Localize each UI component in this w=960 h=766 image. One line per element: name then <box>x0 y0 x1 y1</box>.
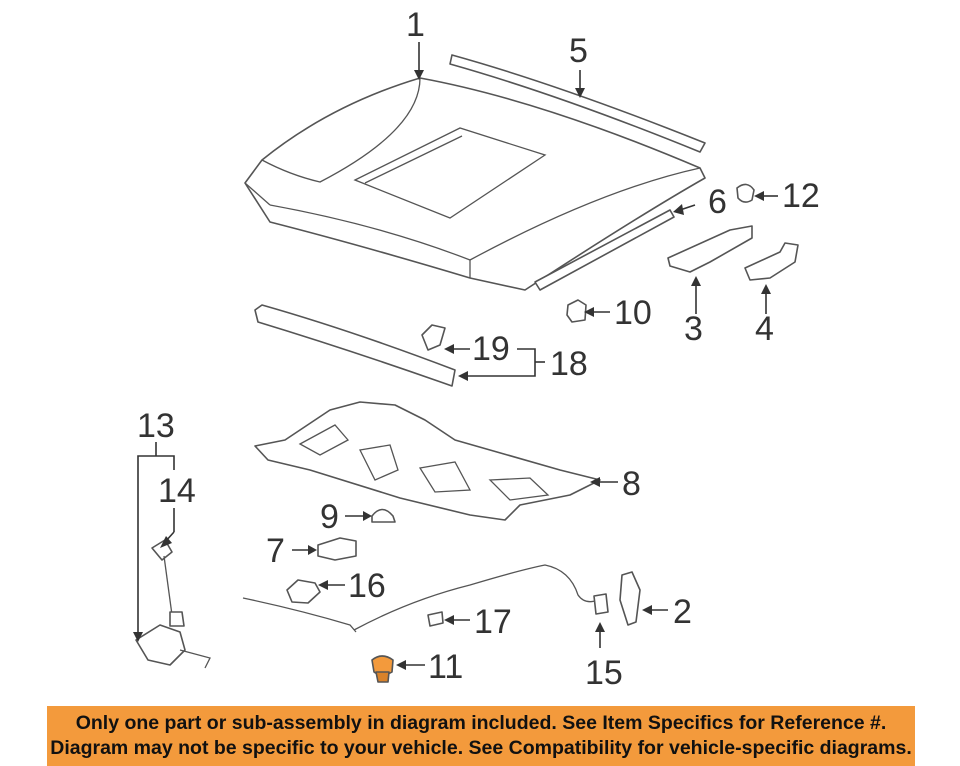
part-bumper-11 <box>371 655 394 683</box>
callout-14: 14 <box>158 472 196 510</box>
callout-13: 13 <box>137 407 175 445</box>
callout-7: 7 <box>266 532 285 570</box>
notice-line-2: Diagram may not be specific to your vehi… <box>50 737 912 759</box>
hood-parts-diagram: 1 5 6 12 3 4 10 19 18 13 14 8 9 7 16 17 … <box>133 6 820 692</box>
part-release-cable <box>242 564 599 633</box>
part-support-3 <box>667 225 753 273</box>
part-handle-16 <box>286 579 321 604</box>
callout-labels: 1 5 6 12 3 4 10 19 18 13 14 8 9 7 16 17 … <box>137 6 820 692</box>
callout-3: 3 <box>684 310 703 348</box>
callout-18: 18 <box>550 345 588 383</box>
part-clip-17 <box>427 611 444 627</box>
callout-16: 16 <box>348 567 386 605</box>
callout-4: 4 <box>755 310 774 348</box>
part-clip-10 <box>566 299 587 323</box>
callout-12: 12 <box>782 177 820 215</box>
part-bracket-2 <box>619 571 641 626</box>
notice-banner: Only one part or sub-assembly in diagram… <box>47 706 915 766</box>
callout-11: 11 <box>428 648 463 686</box>
part-seal <box>534 209 675 291</box>
part-clip-15 <box>593 593 609 615</box>
part-bracket-7 <box>317 537 357 561</box>
part-moulding <box>254 304 456 387</box>
callout-5: 5 <box>569 32 588 70</box>
part-hood <box>244 77 706 291</box>
callout-9: 9 <box>320 498 339 536</box>
callout-1: 1 <box>406 6 425 44</box>
callout-6: 6 <box>708 183 727 221</box>
part-bumper-12 <box>736 183 755 203</box>
callout-8: 8 <box>622 465 641 503</box>
part-latch <box>135 539 211 669</box>
callout-17: 17 <box>474 603 512 641</box>
leader-lines <box>133 42 778 670</box>
callout-2: 2 <box>673 593 692 631</box>
part-clip-19 <box>421 324 446 351</box>
notice-line-1: Only one part or sub-assembly in diagram… <box>75 712 887 734</box>
part-insulator <box>254 401 601 521</box>
callout-10: 10 <box>614 294 652 332</box>
callout-15: 15 <box>585 654 623 692</box>
part-weatherstrip <box>449 54 706 153</box>
part-support-4 <box>744 242 799 281</box>
part-clip-9 <box>371 508 396 523</box>
callout-19: 19 <box>472 330 510 368</box>
